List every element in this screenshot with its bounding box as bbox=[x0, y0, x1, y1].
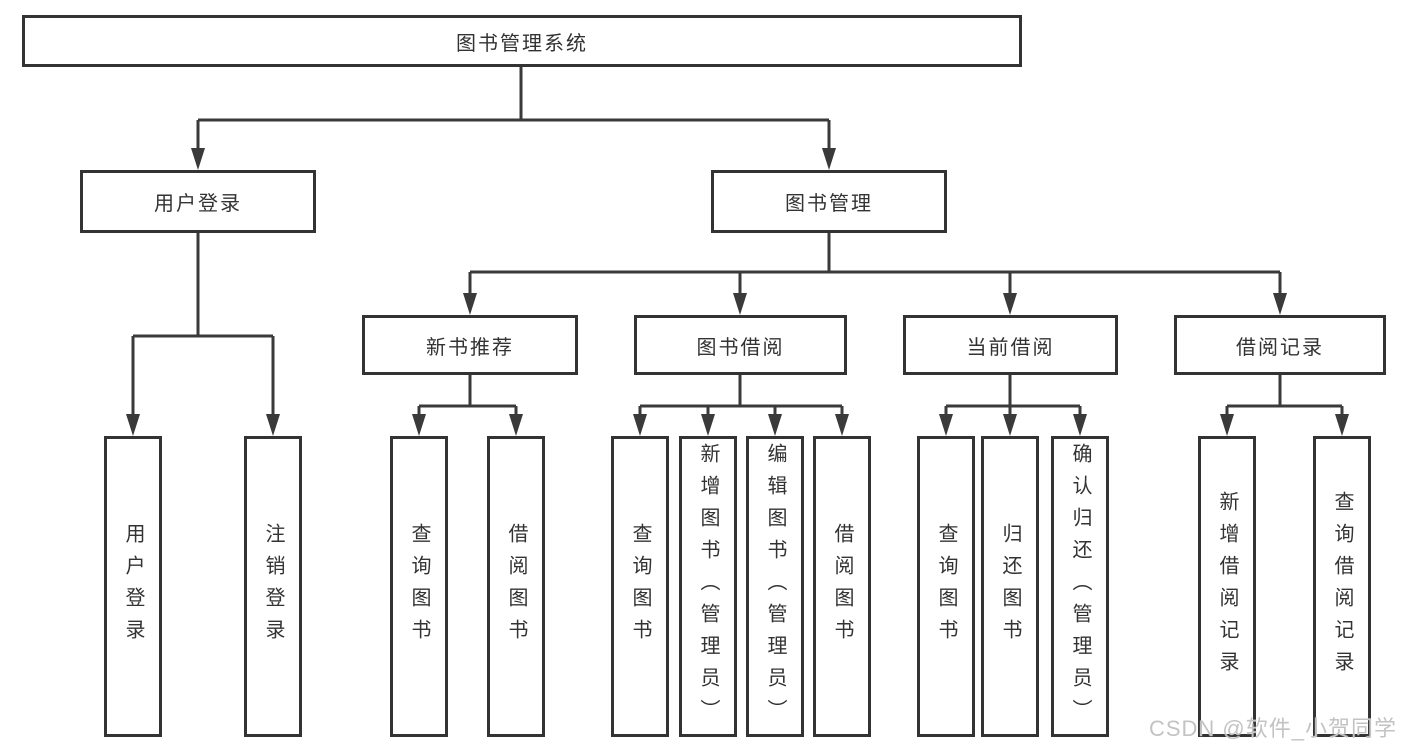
node-book-borrow: 图书借阅 bbox=[634, 315, 847, 375]
leaf-borrow-books-recommend: 借阅图书 bbox=[487, 436, 545, 737]
leaf-query-books-borrow: 查询图书 bbox=[611, 436, 669, 737]
leaf-return-books: 归还图书 bbox=[981, 436, 1039, 737]
leaf-logout: 注销登录 bbox=[244, 436, 302, 737]
node-user-login: 用户登录 bbox=[80, 170, 316, 233]
node-new-book-recommend: 新书推荐 bbox=[362, 315, 578, 375]
node-borrow-records: 借阅记录 bbox=[1174, 315, 1386, 375]
leaf-add-books-admin: 新增图书（管理员） bbox=[679, 436, 737, 737]
leaf-user-login: 用户登录 bbox=[104, 436, 162, 737]
leaf-confirm-return-admin: 确认归还（管理员） bbox=[1051, 436, 1109, 737]
leaf-add-borrow-record: 新增借阅记录 bbox=[1198, 436, 1256, 737]
leaf-query-books-recommend: 查询图书 bbox=[390, 436, 448, 737]
leaf-edit-books-admin: 编辑图书（管理员） bbox=[746, 436, 804, 737]
node-root-label: 图书管理系统 bbox=[456, 32, 588, 55]
leaf-query-borrow-record: 查询借阅记录 bbox=[1313, 436, 1371, 737]
node-book-management: 图书管理 bbox=[711, 170, 947, 233]
leaf-borrow-books: 借阅图书 bbox=[813, 436, 871, 737]
leaf-query-books-current: 查询图书 bbox=[917, 436, 975, 737]
node-root-system: 图书管理系统 bbox=[22, 15, 1022, 67]
node-current-borrow: 当前借阅 bbox=[903, 315, 1118, 375]
watermark-text: CSDN @软件_小贺同学 bbox=[1148, 716, 1397, 741]
